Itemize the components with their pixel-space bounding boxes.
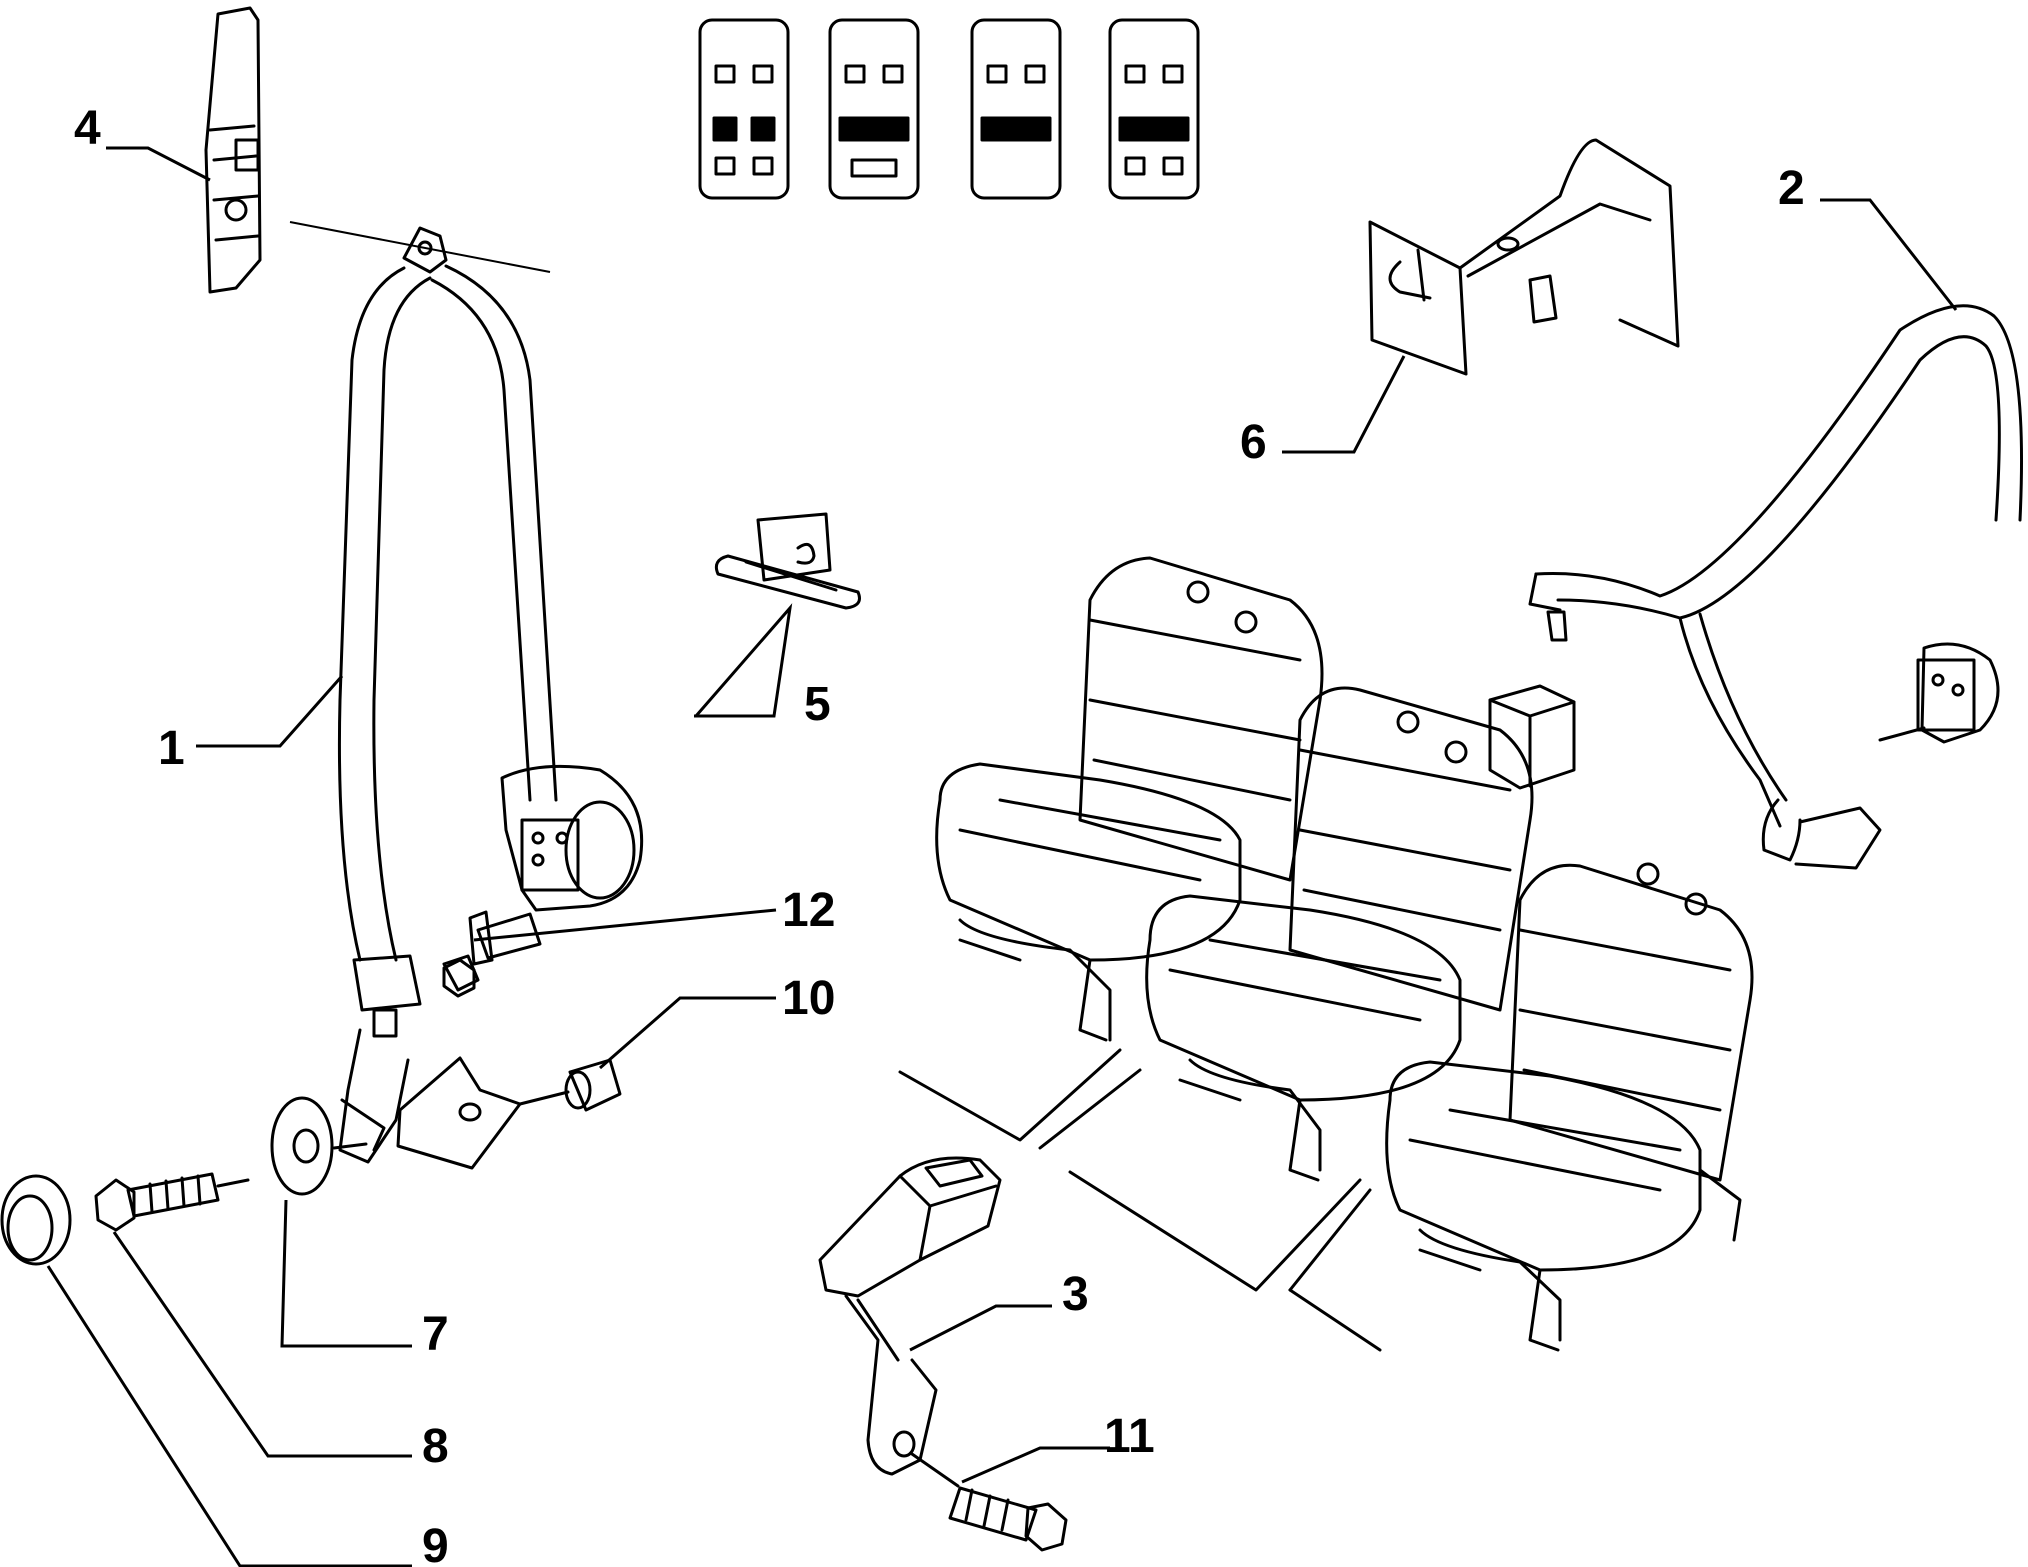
part-5-clip bbox=[714, 512, 861, 610]
callout-11: 11 bbox=[1104, 1410, 1155, 1463]
leader-7 bbox=[280, 1199, 412, 1348]
part-3-buckle bbox=[818, 1156, 1002, 1476]
leader-3 bbox=[909, 1304, 1052, 1352]
leader-lines bbox=[46, 146, 1958, 1567]
leader-10 bbox=[599, 996, 776, 1070]
leader-5 bbox=[694, 603, 793, 718]
part-4-height-adjuster bbox=[204, 6, 262, 294]
callout-7: 7 bbox=[422, 1308, 449, 1361]
seat-left bbox=[935, 556, 1324, 1042]
leader-11 bbox=[961, 1446, 1110, 1484]
leader-6 bbox=[1282, 355, 1406, 454]
callout-2: 2 bbox=[1778, 162, 1805, 215]
part-7-washer bbox=[270, 1096, 368, 1196]
callout-9: 9 bbox=[422, 1520, 449, 1567]
part-6-rear-bracket bbox=[1368, 138, 1680, 376]
part-8-bolt bbox=[94, 1172, 250, 1232]
config-icon-2 bbox=[828, 18, 920, 200]
part-12-bolt bbox=[442, 910, 542, 998]
callout-6: 6 bbox=[1240, 416, 1267, 469]
callout-8: 8 bbox=[422, 1420, 449, 1473]
callout-5: 5 bbox=[804, 678, 831, 731]
config-icon-4 bbox=[1108, 18, 1200, 200]
part-11-bolt bbox=[910, 1452, 1068, 1552]
part-1-front-seat-belt bbox=[337, 226, 644, 1170]
leader-2 bbox=[1820, 198, 1958, 311]
leader-8 bbox=[112, 1231, 412, 1458]
config-icon-3 bbox=[970, 18, 1062, 200]
leader-4 bbox=[106, 146, 211, 182]
part-2-rear-seat-belt bbox=[1528, 304, 2024, 870]
seat-right bbox=[1385, 862, 1754, 1352]
part-9-cap bbox=[0, 1174, 72, 1266]
callout-3: 3 bbox=[1062, 1268, 1089, 1321]
callout-10: 10 bbox=[782, 972, 835, 1025]
seat-headrest-block bbox=[1488, 684, 1576, 790]
callout-12: 12 bbox=[782, 884, 835, 937]
callout-4: 4 bbox=[74, 102, 101, 155]
part-10-spacer bbox=[518, 1058, 622, 1112]
leader-9 bbox=[46, 1265, 412, 1567]
callout-labels: 4 1 2 5 6 12 10 3 7 8 9 11 bbox=[74, 102, 1805, 1567]
leader-12 bbox=[473, 908, 777, 942]
seat-middle bbox=[1145, 686, 1534, 1182]
floor-outline bbox=[898, 1048, 1382, 1352]
leader-1 bbox=[196, 675, 344, 748]
callout-1: 1 bbox=[158, 722, 185, 775]
config-icon-1 bbox=[698, 18, 790, 200]
